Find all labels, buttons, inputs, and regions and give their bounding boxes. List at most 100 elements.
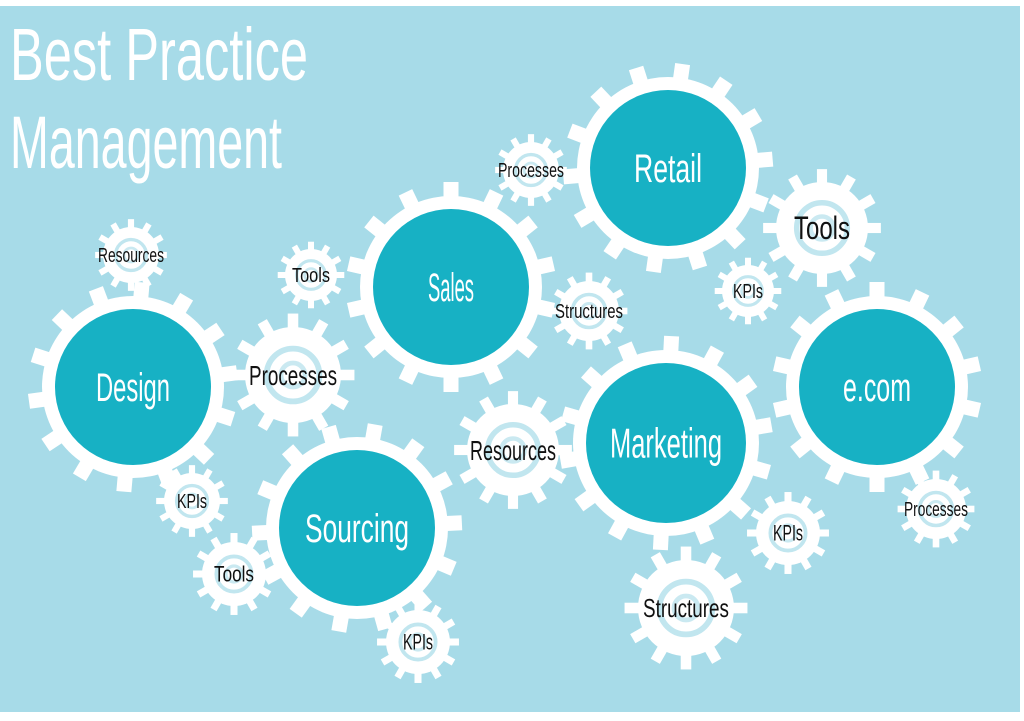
title-line-1: Best Practice	[10, 13, 308, 96]
gear-body	[559, 281, 619, 341]
gear-tooth	[585, 272, 593, 289]
title-line-2: Management	[10, 101, 282, 184]
gear-swirl	[113, 237, 149, 273]
gear-tooth	[230, 598, 238, 615]
gear-tooth	[816, 266, 828, 287]
main-gear-retail: Retail	[562, 62, 774, 274]
gear-swirl	[398, 622, 438, 662]
small-gear-processes: Processes	[495, 134, 567, 206]
gear-hub	[373, 209, 529, 365]
gear-body	[386, 610, 450, 674]
gear-swirl-inner	[303, 267, 319, 283]
gear-tooth	[680, 648, 692, 670]
gear-swirl-inner	[522, 161, 540, 179]
gear-tooth	[932, 470, 940, 487]
small-gear-label: Structures	[555, 301, 623, 323]
gear-swirl	[174, 483, 210, 519]
gear-swirl-inner	[499, 436, 527, 464]
small-gear-kpis: KPIs	[747, 492, 829, 574]
small-gear-label: Processes	[498, 160, 564, 182]
gear-body	[776, 182, 868, 274]
gear-hub	[590, 90, 746, 246]
small-gear-processes: Processes	[897, 470, 975, 548]
small-gear-label: Structures	[643, 593, 729, 623]
main-gear-design: Design	[27, 281, 239, 493]
main-gear-label: Sales	[428, 266, 474, 310]
gear-hub	[799, 309, 955, 465]
small-gear-label: Tools	[214, 562, 254, 587]
small-gear-kpis: KPIs	[156, 465, 228, 537]
gear-tooth	[287, 313, 299, 335]
gear-body	[756, 501, 820, 565]
gear-body	[164, 473, 220, 529]
gear-body	[285, 249, 337, 301]
main-gear-label: e.com	[843, 366, 911, 410]
gear-tooth	[932, 531, 940, 548]
small-gear-kpis: KPIs	[377, 601, 459, 683]
gear-tooth	[816, 169, 828, 190]
gear-tooth	[585, 333, 593, 350]
gear-swirl-inner	[808, 214, 836, 242]
main-gear-label: Design	[96, 366, 170, 410]
main-gear-label: Retail	[634, 147, 702, 191]
small-gear-resources: Resources	[454, 391, 572, 509]
gear-swirl-inner	[671, 593, 701, 623]
small-gear-tools: Tools	[763, 169, 881, 287]
main-gear-sales: Sales	[346, 182, 556, 392]
gear-swirl	[214, 554, 254, 594]
gear-swirl-inner	[278, 360, 308, 390]
gear-body	[245, 327, 341, 423]
small-gear-structures: Structures	[624, 546, 748, 670]
small-gear-label: KPIs	[733, 281, 763, 303]
gear-body	[906, 479, 966, 539]
gear-swirl	[513, 152, 549, 188]
main-gear-sourcing: Sourcing	[251, 423, 463, 633]
gear-tooth	[784, 492, 792, 509]
gear-tooth	[784, 557, 792, 574]
gear-tooth	[230, 533, 238, 550]
gear-body	[722, 265, 774, 317]
gear-hub	[586, 363, 746, 523]
gear-swirl-inner	[122, 246, 140, 264]
small-gear-label: KPIs	[177, 491, 207, 513]
gear-swirl	[484, 421, 542, 479]
gear-tooth	[507, 391, 519, 412]
gear-body	[467, 404, 559, 496]
small-gear-tools: Tools	[277, 241, 345, 309]
small-gear-label: Tools	[292, 265, 330, 287]
gear-tooth	[414, 666, 422, 683]
small-gear-resources: Resources	[95, 219, 167, 291]
gear-hub	[55, 309, 211, 465]
gear-swirl	[917, 490, 955, 528]
gear-swirl	[656, 578, 716, 638]
small-gear-label: Resources	[98, 245, 164, 267]
gear-swirl-inner	[740, 283, 756, 299]
gear-swirl	[732, 275, 764, 307]
main-gear-label: Marketing	[610, 420, 722, 467]
small-gear-label: Processes	[904, 499, 968, 521]
gear-tooth	[680, 546, 692, 568]
gear-swirl-inner	[408, 632, 428, 652]
gear-swirl-inner	[224, 564, 244, 584]
gear-swirl	[768, 513, 808, 553]
gear-hub	[279, 450, 435, 606]
gear-swirl-inner	[778, 523, 798, 543]
gear-body	[503, 142, 559, 198]
gear-body	[103, 227, 159, 283]
small-gear-structures: Structures	[550, 272, 628, 350]
small-gear-label: Processes	[249, 360, 337, 391]
gear-swirl-inner	[183, 492, 201, 510]
gear-body	[638, 560, 734, 656]
gear-swirl-inner	[580, 302, 598, 320]
gear-swirl	[570, 292, 608, 330]
small-gear-tools: Tools	[193, 533, 275, 615]
small-gear-processes: Processes	[231, 313, 355, 437]
main-gear-ecom: e.com	[772, 282, 982, 492]
gear-swirl	[295, 259, 327, 291]
small-gear-label: KPIs	[773, 521, 803, 546]
gear-tooth	[287, 415, 299, 437]
small-gear-label: Resources	[470, 435, 556, 466]
main-gear-label: Sourcing	[305, 507, 409, 551]
